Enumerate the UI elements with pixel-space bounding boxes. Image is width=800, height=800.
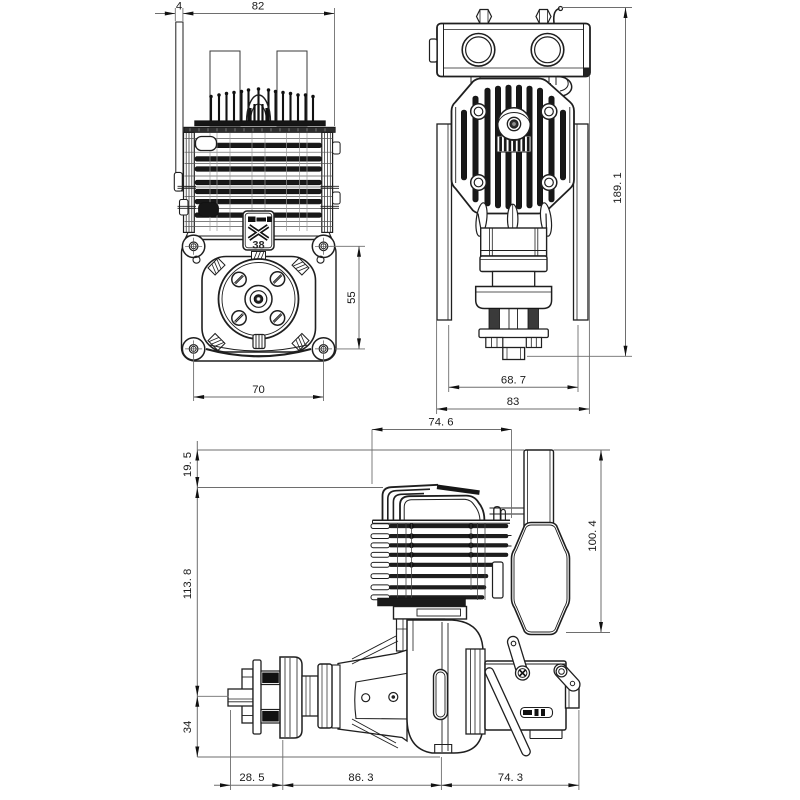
svg-text:82: 82 — [252, 1, 265, 13]
svg-text:74. 3: 74. 3 — [498, 772, 523, 784]
svg-text:4: 4 — [176, 1, 182, 13]
svg-text:83: 83 — [507, 396, 520, 408]
svg-text:34: 34 — [182, 721, 194, 734]
svg-text:55: 55 — [346, 291, 358, 304]
svg-text:74. 6: 74. 6 — [428, 417, 453, 429]
svg-text:86. 3: 86. 3 — [348, 772, 373, 784]
svg-text:113. 8: 113. 8 — [182, 569, 194, 600]
svg-text:28. 5: 28. 5 — [239, 772, 264, 784]
svg-text:100. 4: 100. 4 — [587, 520, 599, 551]
svg-text:38: 38 — [252, 240, 264, 252]
svg-text:19. 5: 19. 5 — [182, 452, 194, 477]
svg-text:189. 1: 189. 1 — [612, 172, 624, 203]
svg-text:70: 70 — [252, 384, 265, 396]
svg-text:68. 7: 68. 7 — [501, 374, 526, 386]
